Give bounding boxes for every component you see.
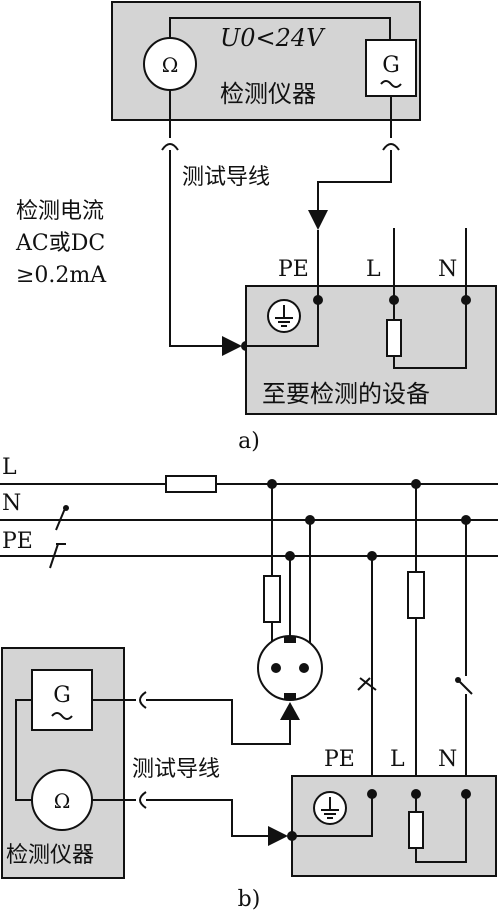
test-lead-bottom-b — [146, 799, 272, 837]
generator-b — [31, 669, 93, 731]
equipment-label-a: 至要检测的设备 — [262, 380, 430, 408]
ground-mark-b — [321, 797, 339, 819]
equipment-box-a — [245, 285, 497, 415]
pe-internal-b — [292, 794, 373, 837]
socket-left-a — [161, 143, 179, 151]
arrow-socket-b — [280, 702, 300, 720]
terminal-pe-b: PE — [324, 747, 355, 772]
generator-wave-icon-a — [380, 80, 402, 88]
fuse-equip — [407, 571, 425, 619]
terminal-n-a: N — [438, 257, 457, 282]
test-lead-top-b — [146, 699, 291, 745]
socket-right-a — [382, 143, 400, 151]
part-a: Ω G U0<24V 检测仪器 测试导线 检测电流 AC或DC ≥0.2mA — [15, 1, 497, 454]
bus-n-label: N — [2, 491, 21, 516]
socket-bottom-b — [139, 791, 147, 809]
arrow-equipment-b — [268, 826, 288, 846]
ohm-symbol-b: Ω — [54, 789, 71, 813]
fuse-l — [165, 475, 217, 493]
terminal-pe-a: PE — [278, 257, 309, 282]
socket-pin-left — [271, 663, 281, 673]
pe-break-mark — [357, 677, 377, 691]
ground-mark-a — [275, 305, 293, 327]
part-b: L N PE G Ω 检测仪器 — [0, 455, 498, 912]
caption-b: b) — [238, 887, 261, 912]
socket-pin-right — [299, 663, 309, 673]
pe-internal-a — [246, 300, 319, 347]
generator-wave-icon-b — [51, 712, 73, 720]
current-label-2-a: AC或DC — [15, 231, 105, 256]
test-lead-left-a — [169, 150, 228, 347]
load-resistor-b — [408, 811, 424, 849]
n-switch-arm — [457, 679, 473, 695]
instrument-internal-wire-a — [169, 17, 391, 40]
switch-dot-n — [63, 505, 69, 511]
test-lead-label-a: 测试导线 — [182, 165, 270, 190]
bus-l-label: L — [2, 455, 17, 480]
arrow-left-a — [222, 336, 242, 356]
load-lead-bottom-a — [393, 300, 467, 369]
instrument-label-b: 检测仪器 — [6, 843, 94, 868]
caption-a: a) — [238, 429, 260, 454]
socket-earth-bottom — [284, 693, 296, 699]
load-resistor-a — [386, 319, 402, 357]
voltage-label-a: U0<24V — [220, 24, 326, 52]
arrow-right-a — [308, 210, 328, 230]
terminal-l-b: L — [390, 747, 405, 772]
socket-top-b — [139, 691, 147, 709]
test-lead-right-a — [317, 150, 392, 214]
generator-symbol-b: G — [53, 683, 71, 708]
socket-outlet-icon — [257, 635, 323, 701]
switch-mark-pe — [49, 543, 66, 569]
bus-pe-label: PE — [2, 529, 33, 554]
load-lead-bottom-b — [415, 794, 467, 863]
generator-symbol-a: G — [382, 53, 400, 78]
terminal-n-b: N — [438, 747, 457, 772]
test-lead-label-b: 测试导线 — [132, 757, 220, 782]
current-label-1-a: 检测电流 — [16, 199, 104, 224]
instrument-internal-wire-b — [15, 699, 32, 801]
current-label-3-a: ≥0.2mA — [16, 263, 107, 288]
socket-fuse — [263, 575, 281, 623]
instrument-label-a: 检测仪器 — [220, 80, 316, 108]
terminal-l-a: L — [366, 257, 381, 282]
ohm-symbol-a: Ω — [162, 53, 179, 77]
socket-earth-top — [284, 637, 296, 643]
